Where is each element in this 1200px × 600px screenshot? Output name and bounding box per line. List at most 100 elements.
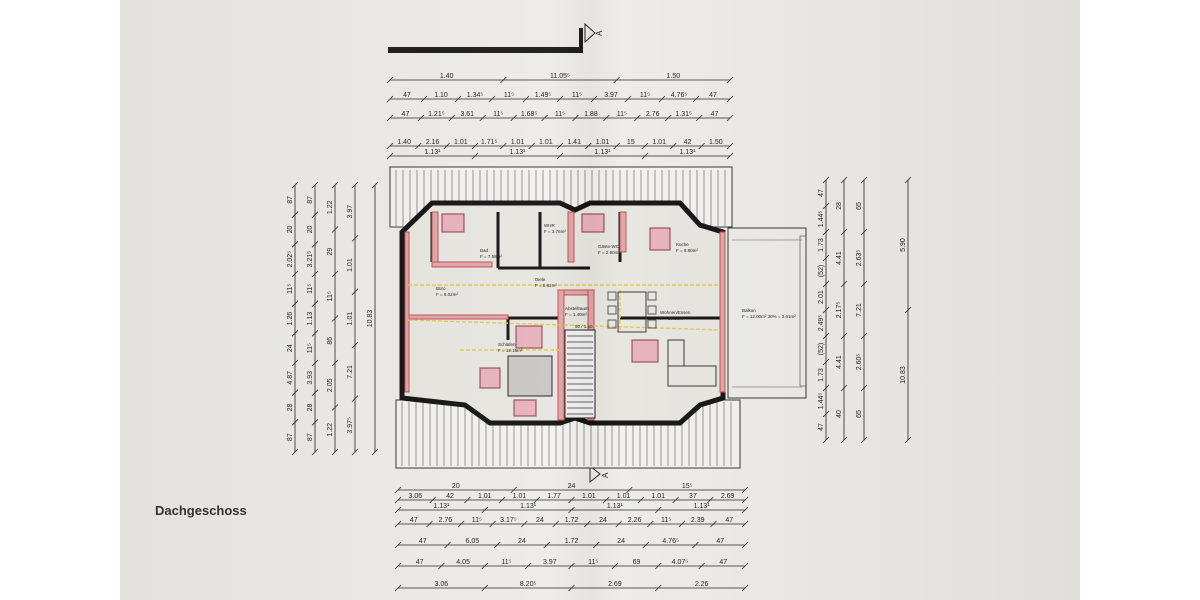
room-name-abstell: Abstellraum: [565, 306, 589, 311]
roof-hatch: [389, 166, 741, 469]
dim-value: 1.40: [397, 139, 411, 146]
dim-value: 2.26: [695, 581, 709, 588]
dim-value: 4.87: [287, 371, 294, 385]
balcony: [727, 227, 807, 399]
dim-tick: [860, 436, 868, 444]
dim-tick: [481, 584, 489, 592]
dim-tick: [471, 152, 479, 160]
dim-tick: [351, 288, 359, 296]
dim-value: 1.01: [596, 139, 610, 146]
dim-tick: [426, 520, 433, 528]
dim-tick: [457, 520, 465, 528]
dim-tick: [726, 152, 734, 160]
dim-value: 28: [287, 404, 294, 412]
dim-tick: [615, 520, 623, 528]
dim-tick: [678, 520, 686, 528]
dim-value: 6.05: [466, 538, 480, 545]
dim-tick: [533, 496, 541, 504]
dim-tick: [311, 448, 319, 456]
dim-value: 4.41: [836, 355, 843, 369]
dim-tick: [331, 315, 339, 322]
dim-value: 2.49⁵: [818, 315, 825, 332]
dim-tick: [692, 541, 699, 549]
dim-value: 11⁵: [588, 559, 598, 566]
dim-tick: [642, 541, 650, 549]
dim-tick: [583, 520, 591, 528]
dim-value: 1.34⁵: [467, 92, 484, 99]
dim-value: 47: [419, 538, 427, 545]
section-line-end: [579, 28, 583, 53]
dim-tick: [647, 520, 654, 528]
dim-value: (52): [818, 343, 825, 355]
dim-value: 8.20⁵: [520, 581, 537, 588]
dim-value: 87: [307, 433, 314, 441]
new-walls-red: [404, 211, 726, 421]
dim-value: 3.21⁵: [307, 251, 314, 268]
dim-tick: [822, 280, 830, 288]
dim-tick: [822, 306, 830, 314]
dim-value: 87: [307, 196, 314, 204]
dim-value: 3.97: [604, 92, 618, 99]
room-name-kueche: Küche: [676, 242, 689, 247]
dim-tick: [698, 562, 705, 570]
dim-value: 47: [416, 559, 424, 566]
dim-value: 1.41: [567, 139, 581, 146]
dim-tick: [840, 280, 848, 288]
dim-tick: [860, 384, 868, 392]
staircase: [564, 329, 596, 419]
dim-value: 47: [403, 92, 411, 99]
dim-value: 42: [446, 493, 454, 500]
room-area-buero: F = 8.02m²: [436, 292, 458, 297]
room-name-wohnen: Wohnen/Essen: [660, 310, 691, 315]
dim-tick: [568, 562, 575, 570]
room-area-wohnen: F = 30.58m²: [660, 316, 685, 321]
dim-value: 11⁵: [617, 111, 627, 118]
dim-tick: [633, 114, 641, 122]
dim-tick: [311, 241, 319, 248]
building-outline: [399, 200, 726, 426]
dim-value: 3.06: [435, 581, 449, 588]
dim-value: 1.26: [287, 312, 294, 326]
plan-title: Dachgeschoss: [155, 503, 247, 518]
dim-tick: [822, 202, 830, 210]
dim-tick: [386, 76, 394, 84]
dim-tick: [429, 496, 436, 504]
dim-value: 1.72: [565, 517, 579, 524]
dim-tick: [464, 496, 471, 504]
dim-value: 1.77: [547, 493, 561, 500]
section-arrow-top: [584, 22, 596, 44]
dim-value: 65: [856, 410, 863, 418]
dim-value: 1.22: [327, 423, 334, 437]
dim-tick: [568, 496, 575, 504]
room-area-whr: F = 3.76m²: [544, 229, 566, 234]
dim-value: 2.69: [608, 581, 622, 588]
dim-value: 5.90: [900, 238, 907, 252]
dim-value: 24: [518, 538, 526, 545]
dim-tick: [394, 486, 402, 494]
dim-tick: [822, 410, 830, 418]
dim-value: 4.41: [836, 251, 843, 265]
dim-value: 1.13: [307, 312, 314, 326]
dim-tick: [556, 152, 564, 160]
dim-tick: [822, 176, 830, 184]
dim-value: 1.21⁵: [428, 111, 445, 118]
dim-tick: [585, 142, 592, 150]
dim-value: 1.22: [327, 200, 334, 214]
dim-value: 4.07⁵: [672, 559, 689, 566]
dim-value: 1.73: [818, 368, 825, 382]
dim-value: 20: [452, 483, 460, 490]
dim-value: 1.13¹: [680, 149, 697, 156]
dim-tick: [394, 520, 402, 528]
dim-tick: [522, 95, 530, 103]
dim-tick: [331, 181, 339, 189]
dim-value: 11⁵: [504, 92, 514, 99]
dim-value: 47: [818, 189, 825, 197]
dim-tick: [311, 211, 319, 218]
dim-tick: [541, 114, 548, 122]
dim-value: 47: [402, 111, 410, 118]
dim-tick: [311, 389, 319, 396]
dim-value: 47: [725, 517, 733, 524]
dim-value: 24: [536, 517, 544, 524]
dim-value: 2.01: [818, 290, 825, 304]
dim-tick: [481, 562, 489, 570]
